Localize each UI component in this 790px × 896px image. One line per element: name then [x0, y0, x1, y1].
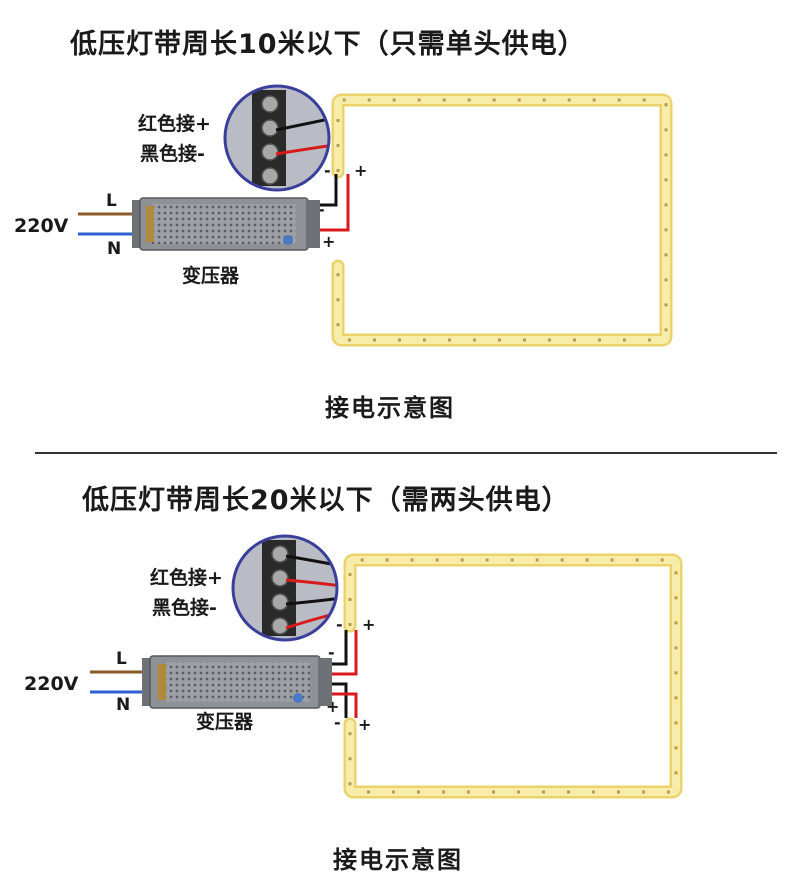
neutral-label: N — [107, 239, 121, 259]
transformer — [142, 655, 332, 709]
black-wire-label: 黑色接- — [152, 596, 217, 619]
terminal-zoom — [223, 84, 331, 192]
wiring-diagram: - + - + L N 220V 变压器 — [14, 84, 673, 347]
strip-top-plus-sign: + — [362, 615, 375, 634]
red-wire-label: 红色接+ — [150, 566, 223, 589]
wiring-diagram: - + - + - + L N 220V 变压器 — [24, 534, 683, 799]
transformer — [132, 197, 320, 251]
voltage-label: 220V — [24, 673, 79, 695]
section-divider — [35, 452, 777, 454]
strip-top-minus-sign: - — [336, 615, 343, 634]
voltage-label: 220V — [14, 215, 69, 237]
strip-plus-sign: + — [354, 161, 367, 180]
output-minus-sign: - — [328, 643, 335, 662]
output-wires — [318, 174, 350, 232]
output-wires — [330, 630, 358, 718]
transformer-label: 变压器 — [196, 710, 254, 733]
live-label: L — [106, 191, 117, 211]
led-strip — [343, 553, 683, 799]
mains-wires — [90, 670, 146, 694]
live-label: L — [116, 649, 127, 669]
terminal-zoom — [231, 534, 339, 642]
black-wire-label: 黑色接- — [140, 142, 205, 165]
transformer-label: 变压器 — [182, 264, 240, 287]
diagram-title: 低压灯带周长20米以下（需两头供电） — [82, 485, 570, 516]
diagram-caption: 接电示意图 — [333, 846, 463, 874]
diagram-dual-feed: 低压灯带周长20米以下（需两头供电） - + - + - + — [0, 448, 790, 896]
strip-bottom-plus-sign: + — [358, 715, 371, 734]
red-wire-label: 红色接+ — [138, 112, 211, 135]
diagram-title: 低压灯带周长10米以下（只需单头供电） — [70, 29, 586, 60]
output-plus-sign: + — [322, 232, 335, 251]
led-strip — [331, 93, 673, 347]
output-minus-sign: - — [318, 200, 325, 219]
strip-bottom-minus-sign: - — [334, 713, 341, 732]
neutral-label: N — [116, 695, 130, 715]
mains-wires — [78, 212, 135, 236]
strip-minus-sign: - — [324, 161, 331, 180]
diagram-single-feed: 低压灯带周长10米以下（只需单头供电） - + - + — [14, 29, 673, 422]
diagram-caption: 接电示意图 — [325, 394, 455, 422]
